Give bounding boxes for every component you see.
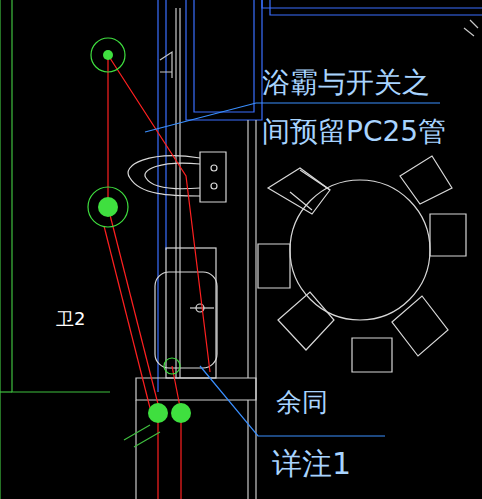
wire xyxy=(104,55,210,499)
note-text: 余同 xyxy=(276,386,356,419)
dining-table xyxy=(258,156,466,372)
wall-line xyxy=(248,120,256,499)
sink-symbol xyxy=(155,248,217,378)
wall-line xyxy=(12,0,110,392)
wall-line xyxy=(176,8,180,378)
light-fixture xyxy=(88,38,180,374)
room-label: 卫2 xyxy=(56,308,106,331)
toilet-symbol xyxy=(128,152,226,202)
leader-line xyxy=(200,366,385,436)
window-frame xyxy=(186,0,262,120)
note-text: 浴霸与开关之 间预留PC25管 xyxy=(262,58,462,156)
switch-symbol xyxy=(171,403,191,423)
note-text: 详注1 xyxy=(272,445,382,483)
wall-line xyxy=(0,0,1,499)
switch-symbol xyxy=(148,403,168,423)
